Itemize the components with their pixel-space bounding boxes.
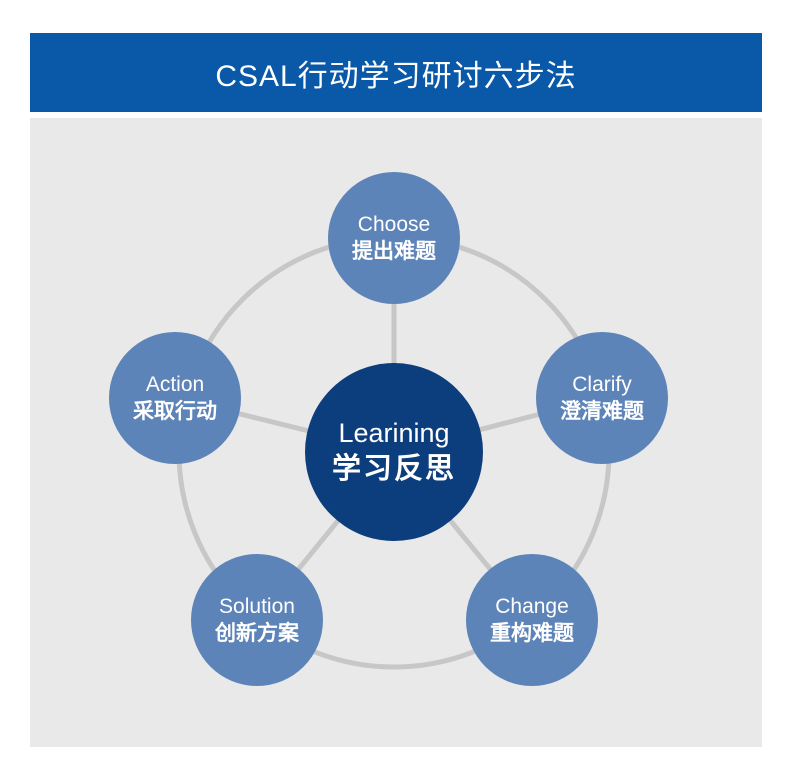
node-solution-label-zh: 创新方案 (215, 622, 299, 645)
header-banner: CSAL行动学习研讨六步法 (30, 33, 762, 112)
node-clarify-label-en: Clarify (572, 372, 632, 396)
node-center: Learining 学习反思 (305, 363, 483, 541)
page-title: CSAL行动学习研讨六步法 (215, 59, 577, 93)
diagram-area: Choose 提出难题 Clarify 澄清难题 Change 重构难题 Sol… (30, 118, 762, 747)
node-action-label-zh: 采取行动 (133, 400, 217, 423)
node-change-label-zh: 重构难题 (490, 622, 574, 645)
node-choose: Choose 提出难题 (328, 172, 460, 304)
node-clarify: Clarify 澄清难题 (536, 332, 668, 464)
node-solution: Solution 创新方案 (191, 554, 323, 686)
node-center-label-en: Learining (338, 417, 450, 448)
node-action: Action 采取行动 (109, 332, 241, 464)
node-solution-label-en: Solution (219, 594, 295, 618)
node-choose-label-zh: 提出难题 (352, 240, 436, 263)
node-clarify-label-zh: 澄清难题 (560, 400, 644, 423)
node-change-label-en: Change (495, 594, 569, 618)
node-center-label-zh: 学习反思 (331, 452, 456, 485)
node-change: Change 重构难题 (466, 554, 598, 686)
node-choose-label-en: Choose (357, 212, 431, 236)
node-action-label-en: Action (145, 372, 205, 396)
